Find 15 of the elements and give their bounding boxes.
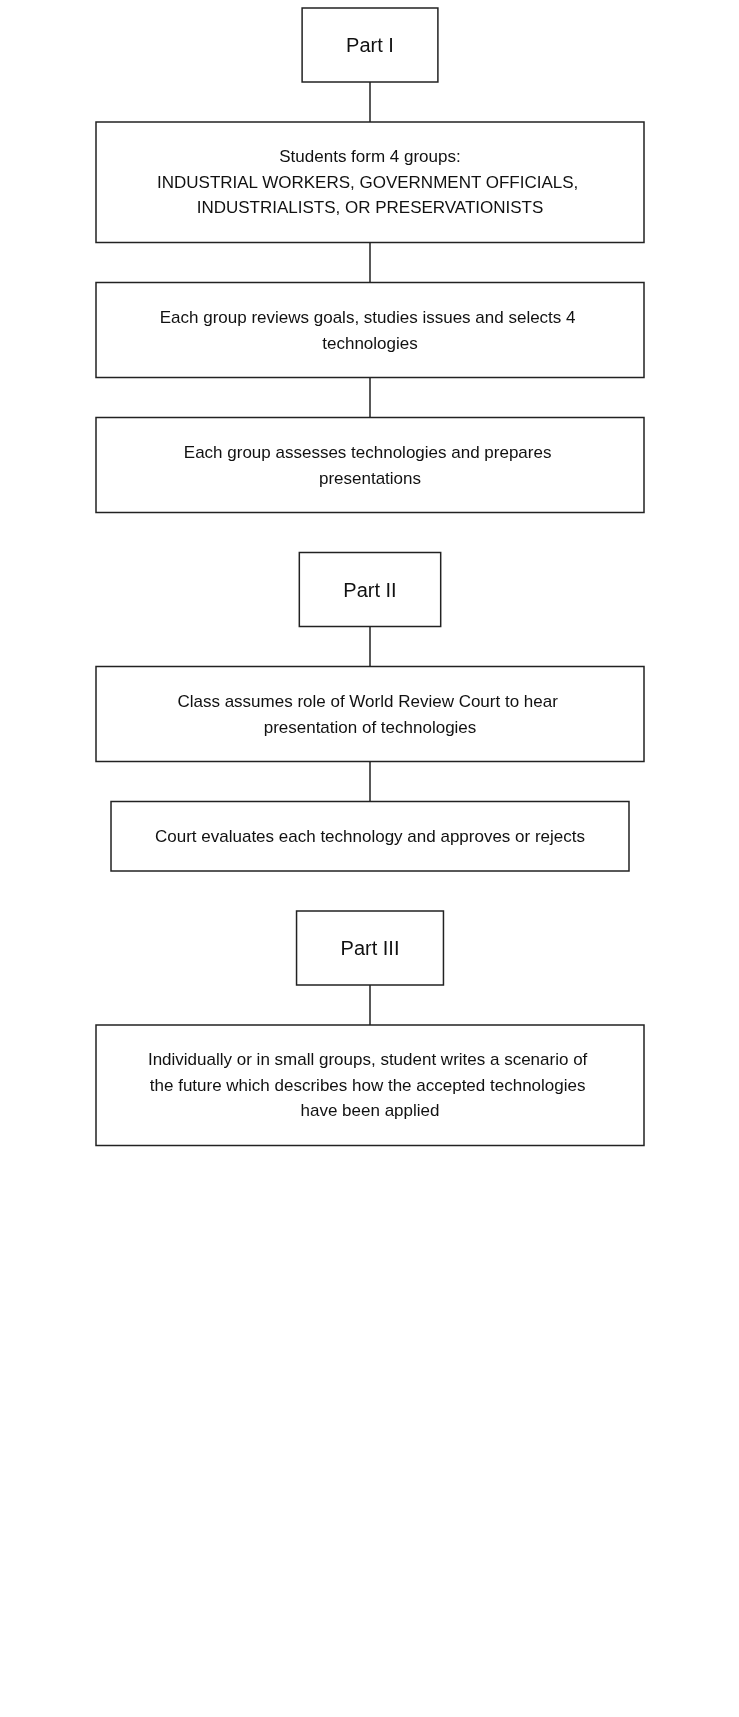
node-box: Part I [300,7,439,83]
node-box: Court evaluates each technology and approves or rejects [109,800,630,872]
connector [368,984,371,1026]
node-box: Part III [295,910,444,986]
connector [368,81,371,123]
node-box: Students form 4 groups: INDUSTRIAL WORKERS, GOVERNMENT OFFICIALS, INDUSTRIALISTS, OR PRESERVATIONISTS [94,121,645,244]
connector [368,760,371,803]
node-box: Each group assesses technologies and prepares presentations [94,416,645,514]
connector [368,625,371,668]
connector [368,376,371,419]
node-box: Part II [298,551,441,628]
connector [368,241,371,284]
node-box: Each group reviews goals, studies issues and selects 4 technologies [94,281,645,379]
node-box: Class assumes role of World Review Court to hear presentation of technologies [94,665,645,763]
node-box: Individually or in small groups, student writes a scenario of the future which describes how the accepted technologies have been applied [94,1024,645,1147]
